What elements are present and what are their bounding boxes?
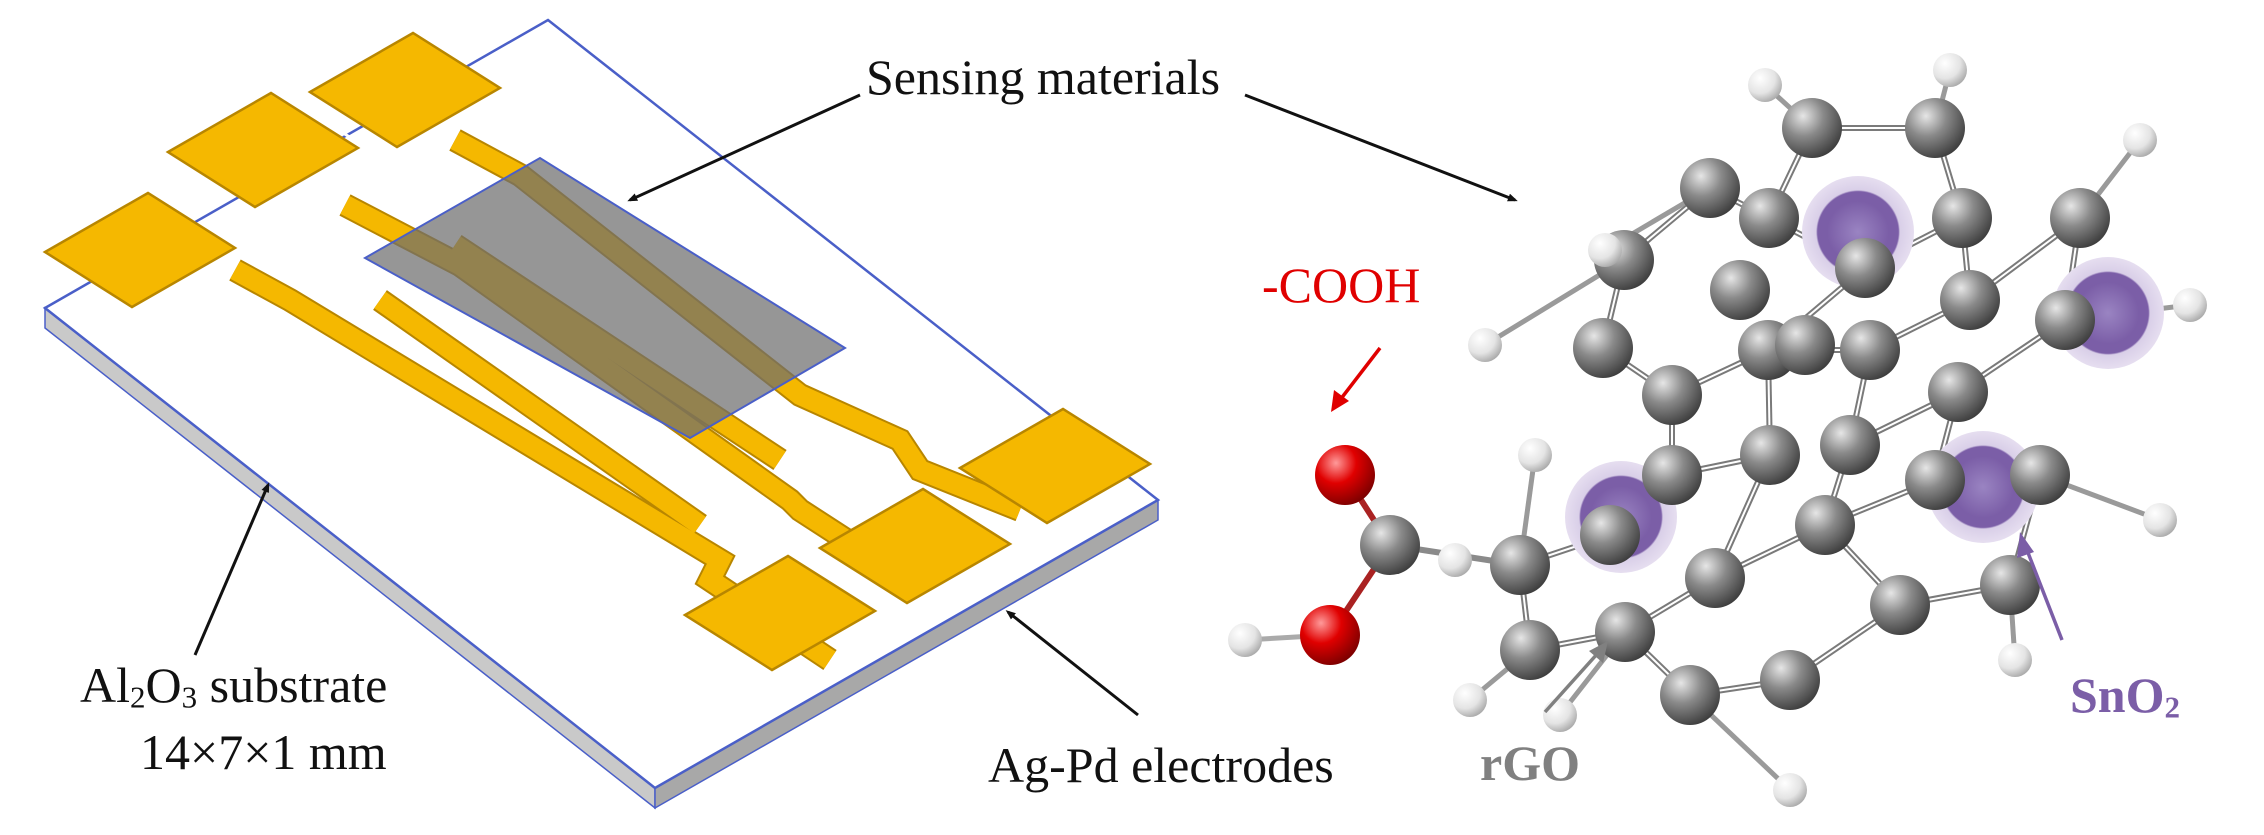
pad-5 xyxy=(817,487,1013,605)
carbon-atom xyxy=(1775,315,1835,375)
oxygen-atom xyxy=(1315,445,1375,505)
arrow-electrodes xyxy=(1005,610,1139,717)
hydrogen-atom xyxy=(2173,288,2207,322)
carbon-atom xyxy=(1595,602,1655,662)
hydrogen-atom xyxy=(2123,123,2157,157)
carbon-atom xyxy=(1980,555,2040,615)
carbon-atom xyxy=(1760,650,1820,710)
carbon-atom xyxy=(1360,515,1420,575)
arrow-sno2-head xyxy=(2017,532,2034,558)
hydrogen-atom xyxy=(1543,698,1577,732)
sensor-chip xyxy=(42,18,1161,810)
carbon-atom xyxy=(1932,188,1992,248)
pad-1 xyxy=(42,191,238,309)
label-substrate-size: 14×7×1 mm xyxy=(140,724,387,780)
carbon-atom xyxy=(2050,188,2110,248)
carbon-atom xyxy=(1685,548,1745,608)
label-sensing-materials: Sensing materials xyxy=(866,49,1221,105)
pad-4 xyxy=(682,554,878,672)
carbon-atom xyxy=(1710,260,1770,320)
arrow-rgo xyxy=(1543,651,1600,714)
carbon-atom xyxy=(2035,290,2095,350)
carbon-atom xyxy=(1840,320,1900,380)
label-cooh: -COOH xyxy=(1262,257,1421,313)
arrow-substrate xyxy=(193,482,270,656)
carbon-atom xyxy=(1835,238,1895,298)
hydrogen-atom xyxy=(1518,438,1552,472)
hydrogen-atom xyxy=(1453,683,1487,717)
label-substrate: Al2O3 substrate xyxy=(80,657,388,715)
carbon-atom xyxy=(1642,365,1702,425)
arrow-sno2 xyxy=(2023,544,2064,641)
carbon-atom xyxy=(1500,620,1560,680)
hydrogen-atom xyxy=(1773,773,1807,807)
label-rgo: rGO xyxy=(1480,735,1580,791)
carbon-atom xyxy=(1795,495,1855,555)
carbon-atom xyxy=(1490,535,1550,595)
pad-2 xyxy=(165,91,361,209)
carbon-atom xyxy=(1642,445,1702,505)
carbon-atom xyxy=(1580,505,1640,565)
carbon-atom xyxy=(1870,575,1930,635)
carbon-atom xyxy=(2010,445,2070,505)
hydrogen-atom xyxy=(1933,53,1967,87)
electrode-pads xyxy=(42,31,1153,672)
hydrogen-atom xyxy=(1228,623,1262,657)
hydrogen-atom xyxy=(1468,328,1502,362)
carbon-atom xyxy=(1905,450,1965,510)
carbon-atom xyxy=(1928,362,1988,422)
hydrogen-atom xyxy=(1748,68,1782,102)
label-electrodes: Ag-Pd electrodes xyxy=(988,737,1334,793)
pad-6 xyxy=(957,407,1153,525)
hydrogen-atom xyxy=(1998,643,2032,677)
carbon-atom xyxy=(1739,188,1799,248)
rgo-molecule xyxy=(1228,53,2207,807)
carbon-atom xyxy=(1782,98,1842,158)
arrow-sensing-left xyxy=(627,93,861,202)
colored-arrows xyxy=(1331,346,2064,714)
oxygen-atom xyxy=(1300,605,1360,665)
carbon-atom xyxy=(1820,415,1880,475)
sensing-film xyxy=(362,156,847,440)
hydrogen-atom xyxy=(2143,503,2177,537)
carbon-atom xyxy=(1660,665,1720,725)
carbon-atom xyxy=(1940,270,2000,330)
carbon-atom xyxy=(1905,98,1965,158)
arrow-cooh xyxy=(1338,346,1382,402)
arrow-cooh-head xyxy=(1331,390,1349,412)
pad-3 xyxy=(307,31,503,149)
carbon-atom xyxy=(1740,425,1800,485)
carbon-atom xyxy=(1680,158,1740,218)
hydrogen-atom xyxy=(1438,543,1472,577)
arrow-sensing-right xyxy=(1244,93,1518,202)
arrow-rgo-head xyxy=(1589,641,1608,663)
carbon-atom xyxy=(1573,318,1633,378)
annotation-arrows xyxy=(193,93,1518,717)
label-sno2: SnO2 xyxy=(2070,667,2181,725)
hydrogen-atom xyxy=(1588,233,1622,267)
